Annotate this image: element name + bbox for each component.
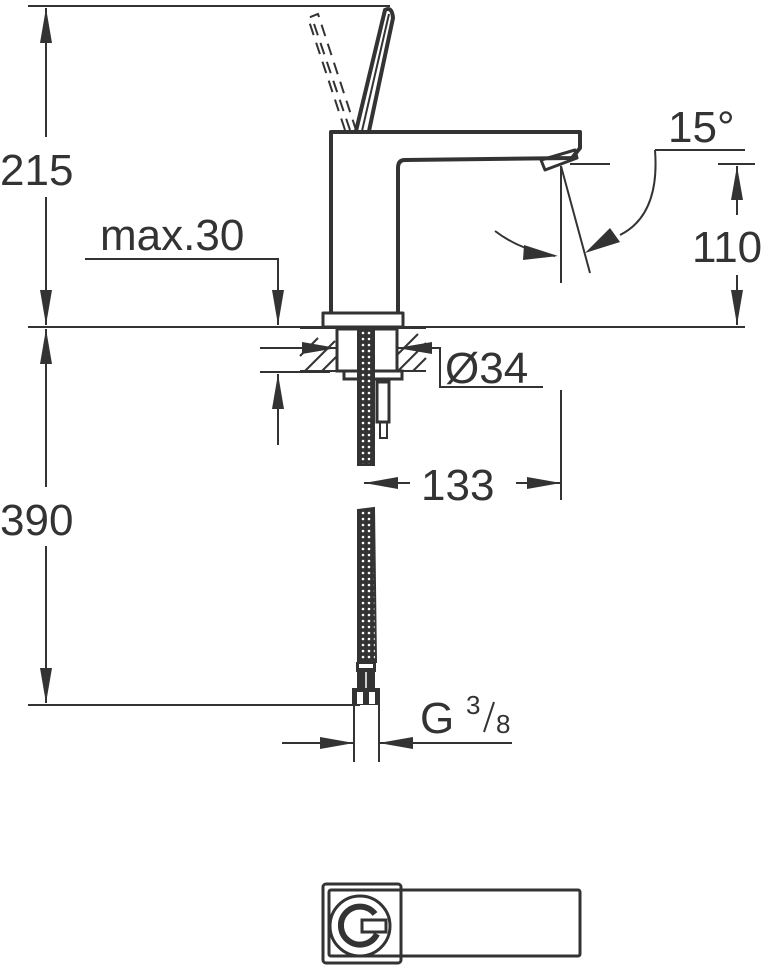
dimension-max30: max.30 xyxy=(85,211,330,445)
dimension-215-label: 215 xyxy=(0,146,73,195)
connection-thread-numerator: 3 xyxy=(466,690,480,720)
dimension-133-label: 133 xyxy=(421,461,494,510)
dimension-connection-thread: G 3 8 xyxy=(282,690,512,749)
top-view xyxy=(321,882,582,965)
deck-section xyxy=(299,327,427,466)
connection-thread-prefix: G xyxy=(420,694,454,743)
faucet-body xyxy=(321,130,582,329)
dimension-110: 110 xyxy=(692,163,762,325)
lever-handle xyxy=(306,7,396,132)
dimension-133: 133 xyxy=(364,390,562,510)
dimension-diameter-34-label: Ø34 xyxy=(445,344,528,393)
dimension-390-label: 390 xyxy=(0,496,73,545)
dimension-diameter-34: Ø34 xyxy=(264,342,543,393)
dimension-390: 390 xyxy=(0,329,73,703)
connection-thread-denominator: 8 xyxy=(496,709,510,739)
dimension-110-label: 110 xyxy=(692,223,762,272)
dimension-15deg: 15° xyxy=(494,103,745,283)
dimension-15deg-label: 15° xyxy=(668,103,735,152)
supply-hose xyxy=(352,506,380,762)
dimension-max30-label: max.30 xyxy=(100,211,244,260)
dimension-215: 215 xyxy=(0,8,73,325)
